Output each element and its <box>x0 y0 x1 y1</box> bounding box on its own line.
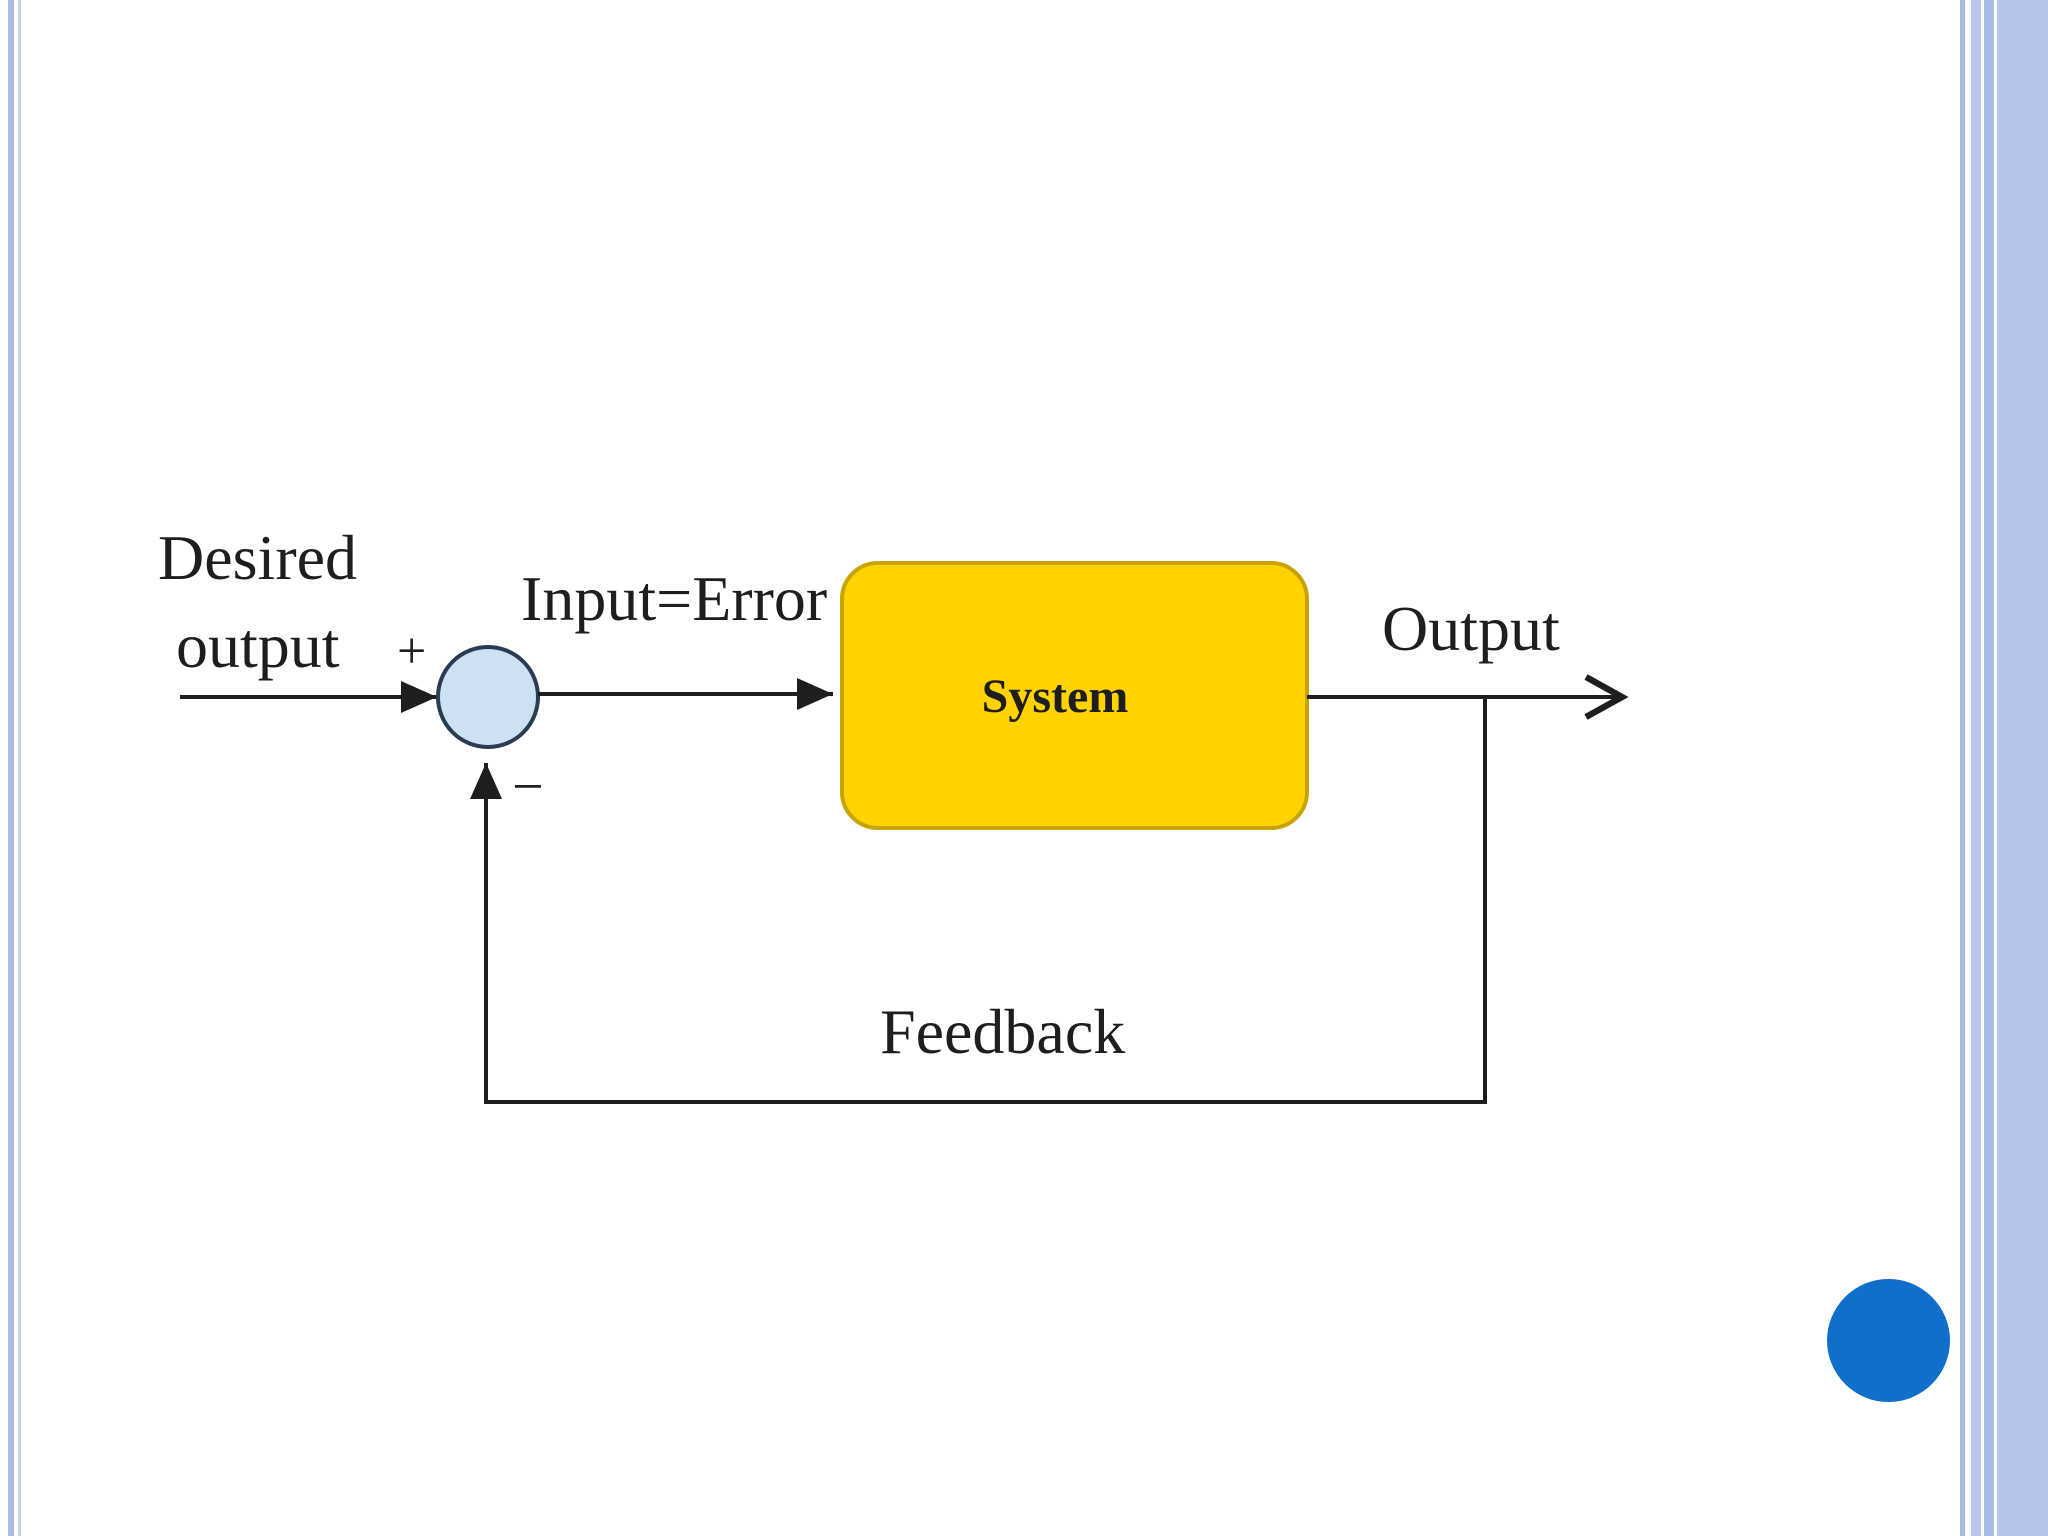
summing-junction <box>436 645 540 749</box>
blue-circle-icon <box>1827 1279 1950 1402</box>
plus-sign: + <box>397 623 426 680</box>
system-label: System <box>982 670 1129 723</box>
input-error-label: Input=Error <box>521 563 827 634</box>
feedback-path <box>470 697 1487 1104</box>
desired-output-label-line2: output <box>176 610 340 681</box>
right-border-stripe-1 <box>1960 0 1965 1536</box>
right-border-stripe-4 <box>1997 0 2048 1536</box>
output-label: Output <box>1382 593 1560 664</box>
minus-sign: − <box>512 756 544 818</box>
left-border-stripe <box>8 0 14 1536</box>
right-border-stripe-3 <box>1984 0 1994 1536</box>
feedback-label: Feedback <box>880 996 1125 1067</box>
left-border-stripe-inner <box>18 0 21 1536</box>
right-border-stripe-2 <box>1971 0 1981 1536</box>
desired-output-label-line1: Desired <box>158 522 357 593</box>
